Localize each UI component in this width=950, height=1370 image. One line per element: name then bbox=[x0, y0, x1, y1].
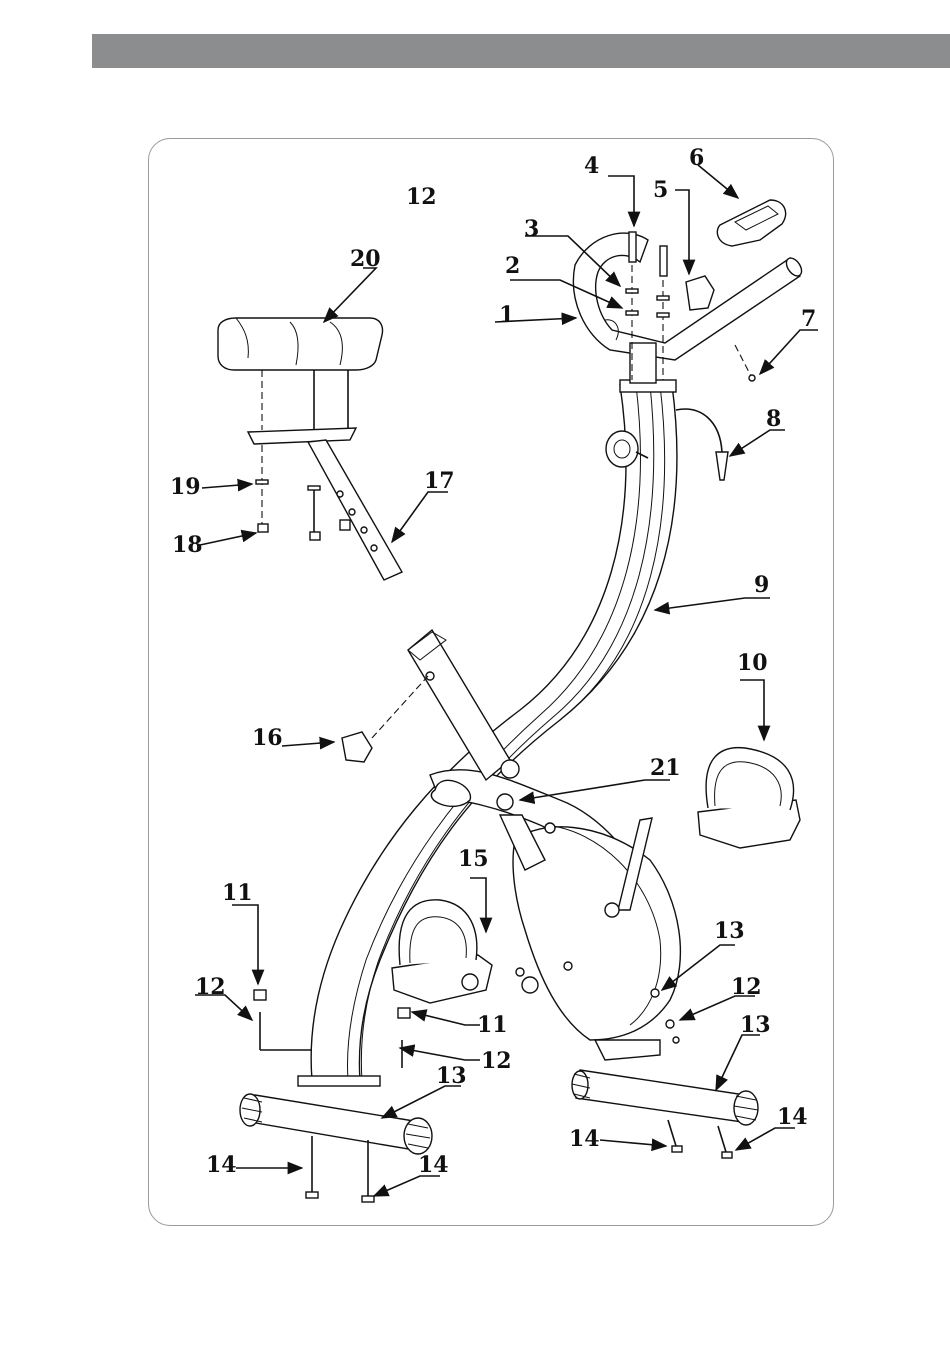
pedal-left-part bbox=[392, 900, 492, 1003]
callout-9: 9 bbox=[754, 572, 769, 598]
callout-20: 20 bbox=[350, 246, 381, 272]
callout-14-front-right: 14 bbox=[418, 1152, 449, 1178]
callout-15: 15 bbox=[458, 846, 489, 872]
seat-post-part bbox=[248, 428, 402, 580]
callout-labels: 12 4 6 5 3 2 1 7 8 9 10 21 15 20 19 17 1… bbox=[170, 145, 816, 1178]
seat-fasteners-part bbox=[256, 445, 320, 540]
callout-10: 10 bbox=[737, 650, 768, 676]
callout-19: 19 bbox=[170, 474, 201, 500]
callout-14-rear-left: 14 bbox=[569, 1126, 600, 1152]
callout-11-left: 11 bbox=[222, 880, 253, 906]
pedal-right-part bbox=[698, 748, 800, 848]
seat-part bbox=[218, 318, 383, 430]
callout-12-right: 12 bbox=[731, 974, 762, 1000]
callout-7: 7 bbox=[801, 306, 816, 332]
rear-stabilizer-part bbox=[572, 1070, 758, 1125]
callout-17: 17 bbox=[424, 468, 455, 494]
front-stabilizer-part bbox=[240, 1094, 432, 1154]
callout-13-housing: 13 bbox=[714, 918, 745, 944]
sensor-part bbox=[686, 276, 714, 310]
callout-1: 1 bbox=[499, 302, 514, 328]
knob-part bbox=[342, 676, 428, 762]
callout-12-center: 12 bbox=[481, 1048, 512, 1074]
callout-13-rear: 13 bbox=[740, 1012, 771, 1038]
callout-3: 3 bbox=[524, 216, 539, 242]
callout-16: 16 bbox=[252, 725, 283, 751]
callout-14-rear-right: 14 bbox=[777, 1104, 808, 1130]
callout-4: 4 bbox=[584, 153, 599, 179]
callout-18: 18 bbox=[172, 532, 203, 558]
screw-part bbox=[735, 345, 755, 381]
callout-13-front: 13 bbox=[436, 1063, 467, 1089]
front-post-part bbox=[408, 630, 510, 780]
callout-8: 8 bbox=[766, 406, 781, 432]
callout-21: 21 bbox=[650, 755, 681, 781]
top-note-label: 12 bbox=[406, 184, 437, 210]
callout-11-center: 11 bbox=[477, 1012, 508, 1038]
computer-part bbox=[717, 200, 785, 246]
callout-12-left: 12 bbox=[195, 974, 226, 1000]
callout-14-front-left: 14 bbox=[206, 1152, 237, 1178]
callout-2: 2 bbox=[505, 253, 520, 279]
sensor-cable-part bbox=[676, 409, 728, 480]
callout-6: 6 bbox=[689, 145, 704, 171]
callout-5: 5 bbox=[653, 177, 668, 203]
